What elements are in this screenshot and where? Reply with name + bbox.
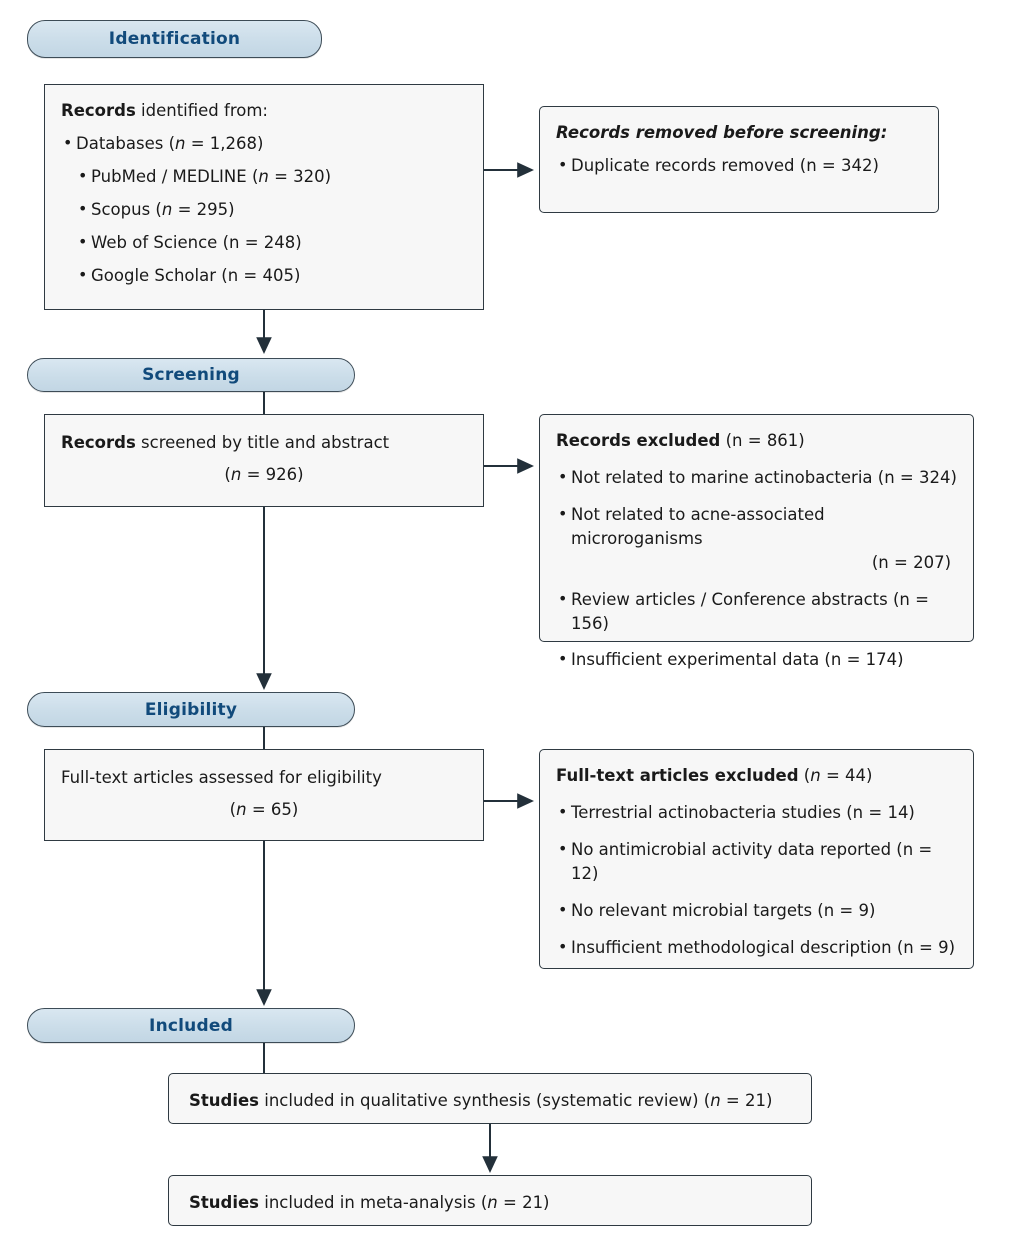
screening-header-rest: screened by title and abstract [135,433,390,452]
list-item: No antimicrobial activity data reported … [556,837,957,886]
screening-box-header: Records screened by title and abstract [61,431,467,455]
identification-box: Records identified from: Databases (n = … [44,84,484,310]
item-count: = 295) [172,199,235,219]
n-symbol: n [487,1193,498,1212]
eligibility-count: (n = 65) [229,799,299,819]
list-item: Databases (n = 1,268) [61,131,467,156]
item-count-wrap: (n = 207) [871,552,951,572]
identification-sublist: PubMed / MEDLINE (n = 320) Scopus (n = 2… [61,164,467,288]
item-count: = 248) [239,232,302,252]
item-text: Not related to acne-associated microroga… [571,504,825,548]
fulltext-excluded-header-bold: Full-text articles excluded [556,766,799,785]
stage-pill-screening: Screening [27,358,355,392]
identification-list: Databases (n = 1,268) [61,131,467,156]
records-removed-list: Duplicate records removed (n = 342) [556,153,922,178]
stage-label-included: Included [149,1015,233,1036]
item-text: Google Scholar ( [91,265,228,285]
records-removed-box: Records removed before screening: Duplic… [539,106,939,213]
n-symbol: n [258,166,269,186]
records-excluded-box: Records excluded (n = 861) Not related t… [539,414,974,671]
n-symbol: n [227,265,239,285]
included-1-bold: Studies [189,1091,259,1110]
item-count: = 320) [268,166,332,186]
item-text: Scopus ( [91,199,162,219]
list-item: No relevant microbial targets (n = 9) [556,898,957,923]
included-2-bold: Studies [189,1193,259,1212]
included-1-count: = 21) [720,1091,773,1110]
n-symbol: n [810,766,821,785]
included-1-rest: included in qualitative synthesis (syste… [259,1091,711,1110]
list-item: Duplicate records removed (n = 342) [556,153,922,178]
list-item: Scopus (n = 295) [61,197,467,222]
n-symbol: n [229,232,240,252]
n-symbol: n [175,133,186,153]
included-qualitative-box: Studies included in qualitative synthesi… [168,1073,812,1124]
list-item: Google Scholar (n = 405) [61,263,467,288]
item-text: Databases ( [76,133,176,153]
item-count: = 405) [238,265,301,285]
item-count: = 1,268) [185,133,264,153]
item-text: PubMed / MEDLINE ( [91,166,259,186]
n-symbol: n [710,1091,721,1110]
records-excluded-header-count: (n = 861) [720,431,805,450]
list-item: Terrestrial actinobacteria studies (n = … [556,800,957,825]
n-symbol: n [236,799,247,819]
identification-header-bold: Records [61,101,136,120]
fulltext-excluded-box: Full-text articles excluded (n = 44) Ter… [539,749,974,969]
eligibility-box: Full-text articles assessed for eligibil… [44,749,484,841]
included-metaanalysis-box: Studies included in meta-analysis (n = 2… [168,1175,812,1226]
list-item: Not related to acne-associated microroga… [556,502,957,575]
list-item: Not related to marine actinobacteria (n … [556,465,957,490]
records-excluded-header: Records excluded (n = 861) [556,429,957,453]
identification-box-header: Records identified from: [61,99,467,123]
screening-count: (n = 926) [224,464,304,484]
item-text: Not related to marine actinobacteria (n … [571,467,957,487]
fulltext-excluded-header: Full-text articles excluded (n = 44) [556,766,873,785]
list-item: Insufficient experimental data (n = 174) [556,647,957,672]
stage-label-identification: Identification [108,29,241,49]
stage-label-eligibility: Eligibility [144,699,238,720]
n-symbol: n [161,199,173,219]
stage-pill-included: Included [27,1008,355,1043]
stage-label-screening: Screening [142,365,240,385]
list-item: Insufficient methodological description … [556,935,957,960]
list-item: Web of Science (n = 248) [61,230,467,255]
stage-pill-identification: Identification [27,20,322,58]
fulltext-excluded-list: Terrestrial actinobacteria studies (n = … [556,800,957,960]
included-2-count: = 21) [497,1193,550,1212]
stage-pill-eligibility: Eligibility [27,692,355,727]
list-item: PubMed / MEDLINE (n = 320) [61,164,467,189]
screening-box: Records screened by title and abstract (… [44,414,484,507]
included-2-rest: included in meta-analysis ( [259,1193,488,1212]
item-text: Review articles / Conference abstracts (… [571,589,929,633]
list-item: Review articles / Conference abstracts (… [556,587,957,636]
identification-header-rest: identified from: [135,101,268,120]
records-removed-header: Records removed before screening: [556,123,888,142]
records-excluded-list: Not related to marine actinobacteria (n … [556,465,957,672]
item-text: Insufficient experimental data (n = 174) [571,650,904,670]
screening-header-bold: Records [61,433,136,452]
eligibility-box-header: Full-text articles assessed for eligibil… [61,768,382,787]
records-excluded-header-bold: Records excluded [556,431,721,450]
n-symbol: n [230,464,242,484]
item-text: Web of Science ( [91,232,230,252]
